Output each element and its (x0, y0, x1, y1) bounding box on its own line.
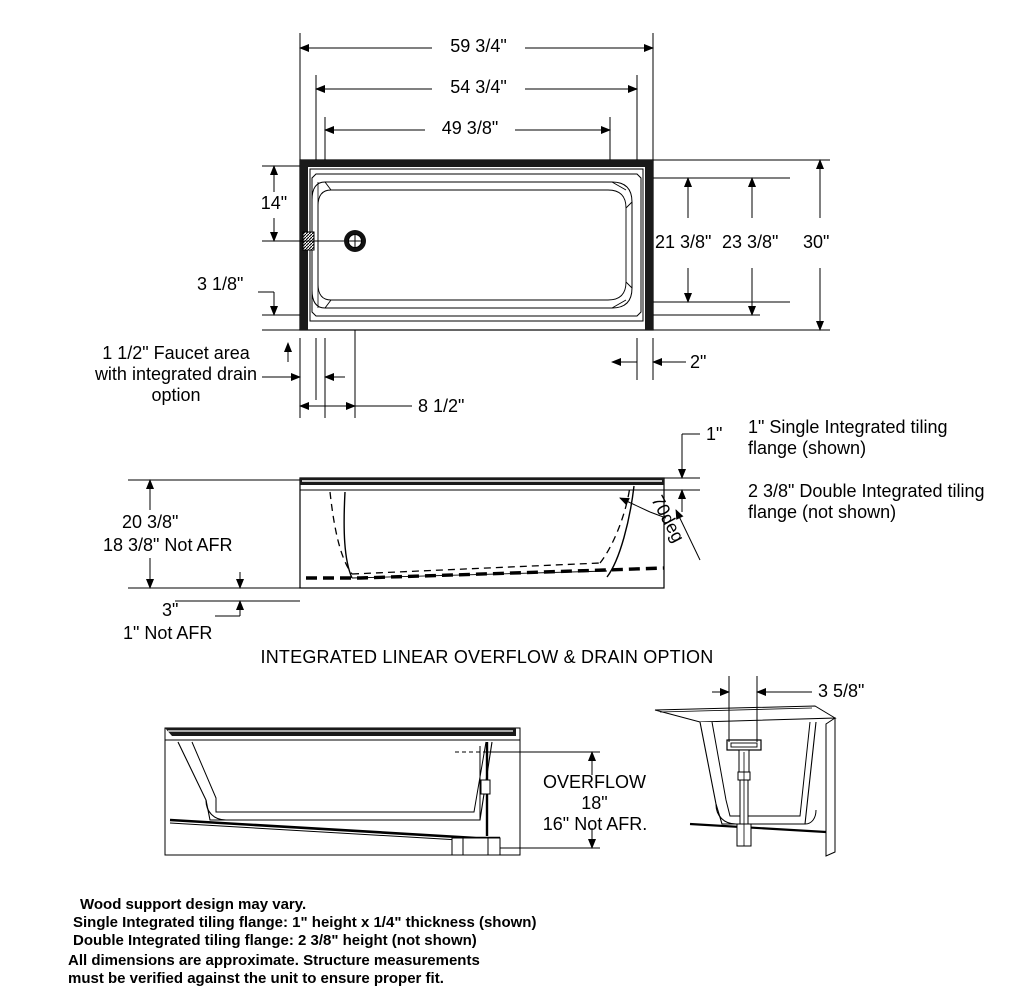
note-single-flange: 1" Single Integrated tiling flange (show… (748, 417, 948, 459)
dim-flange-height: 1" (706, 424, 723, 444)
footer-note-1: Wood support design may vary. (80, 896, 307, 913)
dim-drain-from-head: 14" (260, 193, 288, 213)
footer-note-5: must be verified against the unit to ens… (68, 970, 444, 987)
footer-note-2: Single Integrated tiling flange: 1" heig… (73, 914, 537, 931)
label-overflow: OVERFLOW (542, 772, 646, 792)
dim-right-offset: 2" (690, 352, 707, 372)
dim-base-height: 3" (162, 600, 179, 620)
dim-base-height-alt: 1" Not AFR (123, 623, 213, 643)
dim-flange-length: 54 3/4" (450, 77, 507, 97)
overflow-option-title: INTEGRATED LINEAR OVERFLOW & DRAIN OPTIO… (260, 647, 714, 667)
label-faucet-area: 1 1/2" Faucet area with integrated drain… (94, 343, 258, 406)
dim-overflow-height: 18" (581, 793, 608, 813)
dim-flange-width: 23 3/8" (722, 232, 779, 252)
footer-note-3: Double Integrated tiling flange: 2 3/8" … (73, 932, 477, 949)
dim-overall-length: 59 3/4" (450, 36, 507, 56)
footer-note-4: All dimensions are approximate. Structur… (68, 952, 480, 969)
dim-drain-from-end: 8 1/2" (418, 396, 465, 416)
dim-overall-width: 30" (803, 232, 830, 252)
dim-side-height-alt: 18 3/8" Not AFR (103, 535, 233, 555)
note-double-flange: 2 3/8" Double Integrated tiling flange (… (748, 481, 985, 523)
dim-side-height: 20 3/8" (122, 512, 179, 532)
dim-inner-width: 21 3/8" (655, 232, 712, 252)
dim-lower-offset: 3 1/8" (197, 274, 244, 294)
dim-overflow-height-alt: 16" Not AFR. (542, 814, 648, 834)
dim-drain-offset: 3 5/8" (818, 681, 865, 701)
dim-inner-length: 49 3/8" (441, 118, 499, 138)
